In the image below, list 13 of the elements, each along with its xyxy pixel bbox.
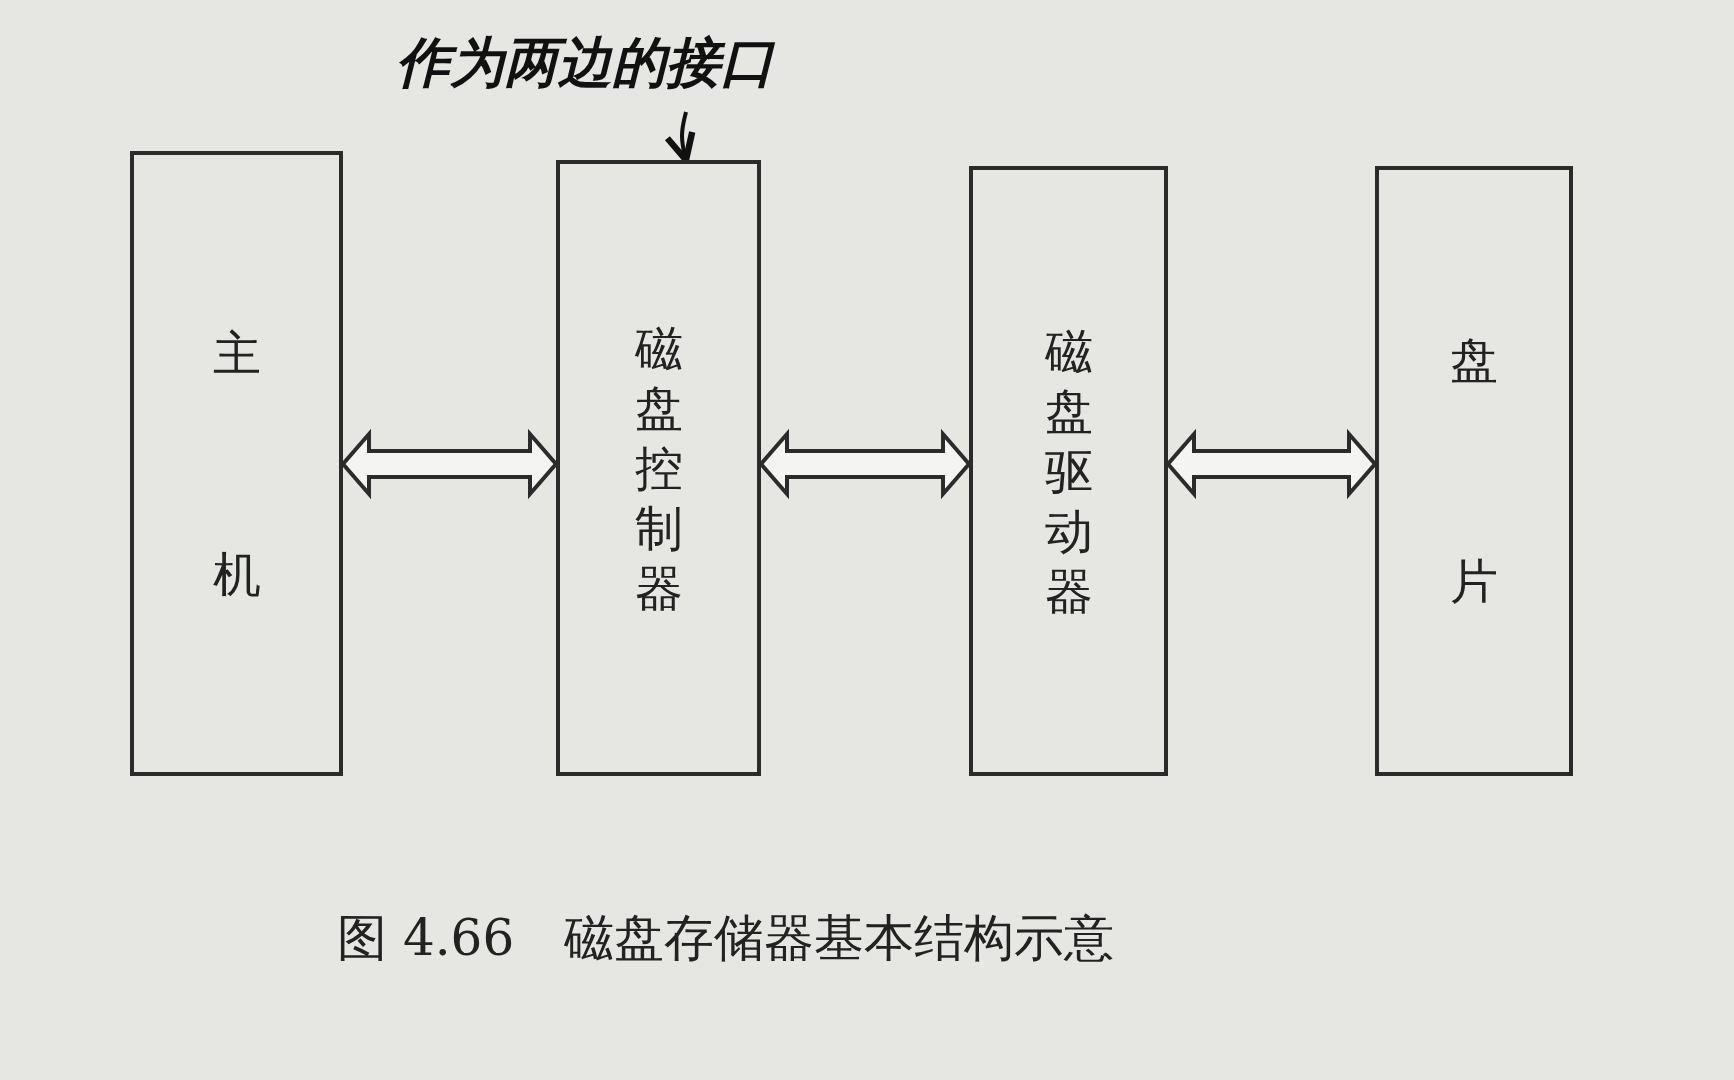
double-arrow (340, 428, 559, 500)
double-arrow (1165, 428, 1378, 500)
double-arrow (758, 428, 972, 500)
component-box (969, 166, 1168, 776)
component-label: 主机 (212, 323, 261, 604)
handwritten-note: 作为两边的接口 (396, 28, 774, 96)
component-box (130, 151, 343, 776)
component-label: 磁盘驱动器 (1044, 322, 1093, 621)
component-label: 盘片 (1450, 331, 1498, 611)
component-box (1375, 166, 1573, 776)
component-label: 磁盘控制器 (634, 319, 683, 618)
figure-caption: 图 4.66 磁盘存储器基本结构示意 (337, 908, 1115, 969)
component-box (556, 160, 761, 776)
